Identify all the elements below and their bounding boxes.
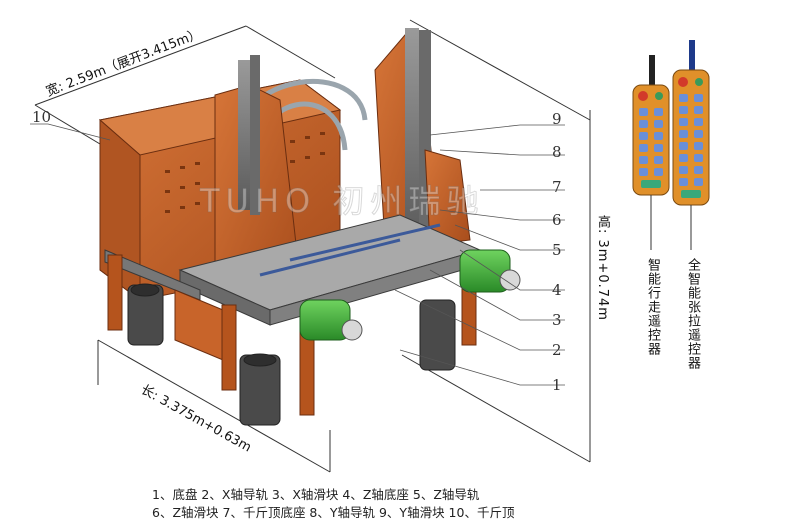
guide-rails — [259, 223, 441, 277]
legend-line-1: 1、底盘 2、X轴导轨 3、X轴滑块 4、Z轴底座 5、Z轴导轨 — [152, 487, 480, 502]
right-jack — [459, 249, 521, 293]
callout-5: 5 — [552, 241, 562, 259]
callout-10: 10 — [32, 108, 51, 126]
length-dimension — [97, 339, 331, 473]
tension-remote — [672, 40, 710, 250]
callout-leaders — [30, 123, 565, 386]
legend-line-2: 6、Z轴滑块 7、千斤顶底座 8、Y轴导轨 9、Y轴滑块 10、千斤顶 — [152, 505, 515, 520]
callout-9: 9 — [552, 110, 562, 128]
width-dimension — [34, 25, 336, 151]
left-tower — [214, 55, 301, 291]
callout-4: 4 — [552, 281, 562, 299]
base-frame — [104, 214, 482, 326]
vent-holes — [165, 132, 325, 213]
height-dimension — [401, 19, 591, 463]
callout-6: 6 — [552, 211, 562, 229]
tension-remote-label: 全智能张拉遥控器 — [685, 258, 700, 370]
wheels — [127, 283, 456, 426]
callout-3: 3 — [552, 311, 562, 329]
left-jack — [299, 299, 363, 341]
width-label: 宽: 2.59m（展开3.415m） — [44, 26, 204, 100]
height-label: 高: 3m+0.74m — [595, 215, 610, 321]
right-tower — [374, 28, 471, 246]
walking-remote-label: 智能行走遥控器 — [645, 258, 660, 356]
callout-7: 7 — [552, 178, 562, 196]
watermark: TUHO 初州瑞驰 — [199, 182, 484, 220]
callout-2: 2 — [552, 341, 562, 359]
callout-1: 1 — [552, 376, 562, 394]
callout-8: 8 — [552, 143, 562, 161]
walking-remote — [632, 55, 670, 250]
